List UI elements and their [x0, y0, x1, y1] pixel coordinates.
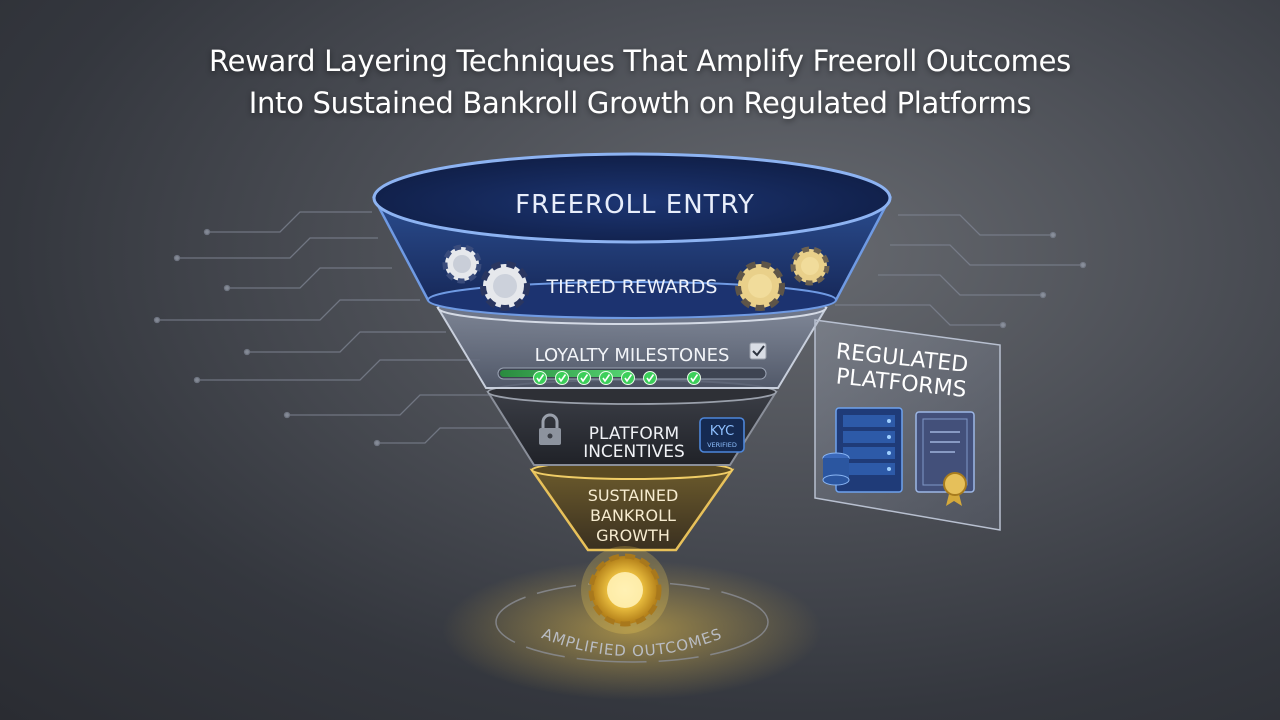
layer-label-incentives: INCENTIVES	[583, 442, 685, 462]
kyc-verified-badge: KYC VERIFIED	[699, 417, 745, 453]
layer-label-platform: PLATFORM	[589, 424, 679, 444]
layer-label-bankroll: BANKROLL	[590, 506, 676, 525]
chip-icon	[442, 244, 482, 284]
lock-icon	[539, 413, 561, 445]
milestone-check-icon	[621, 371, 635, 385]
milestone-check-icon	[643, 371, 657, 385]
milestone-check-icon	[533, 371, 547, 385]
floor-glow	[442, 560, 822, 700]
milestone-check-icon	[599, 371, 613, 385]
layer-label-tiered-rewards: TIERED REWARDS	[546, 276, 718, 298]
layer-label-growth: GROWTH	[596, 526, 670, 545]
page-title: Reward Layering Techniques That Amplify …	[0, 40, 1280, 124]
checkbox-icon	[749, 342, 767, 360]
database-icon	[822, 452, 850, 486]
layer-label-sustained: SUSTAINED	[588, 486, 679, 505]
milestone-check-icon	[577, 371, 591, 385]
milestone-checks	[533, 371, 701, 385]
page-title-line2: Into Sustained Bankroll Growth on Regula…	[248, 86, 1032, 120]
glowing-chip-icon	[581, 546, 669, 634]
chip-icon	[735, 261, 785, 311]
layer-label-freeroll-entry: FREEROLL ENTRY	[515, 190, 755, 220]
funnel-rim	[372, 152, 892, 244]
layer-label-loyalty-milestones: LOYALTY MILESTONES	[535, 345, 730, 366]
milestone-check-icon	[687, 371, 701, 385]
funnel-layer-top-bottom	[427, 281, 837, 319]
milestone-check-icon	[555, 371, 569, 385]
chip-icon	[480, 261, 530, 311]
page-title-line1: Reward Layering Techniques That Amplify …	[209, 44, 1071, 78]
kyc-badge-label: KYC	[710, 424, 734, 439]
circuit-lines-right	[835, 214, 1087, 329]
kyc-badge-sublabel: VERIFIED	[707, 441, 737, 449]
chip-icon	[790, 246, 830, 286]
circuit-lines-left	[153, 211, 515, 447]
server-icon	[835, 407, 903, 493]
certificate-icon	[915, 411, 975, 506]
regulated-platforms-panel: REGULATED PLATFORMS	[814, 319, 1001, 531]
